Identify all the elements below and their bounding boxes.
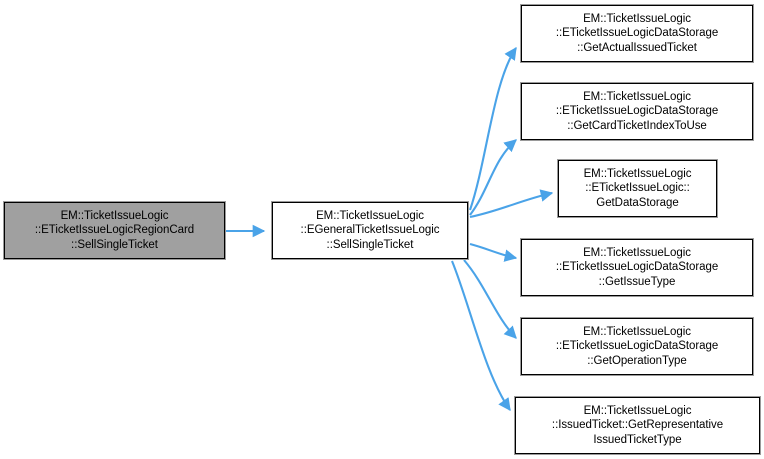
graph-edge (463, 259, 517, 339)
graph-node-sell-single-ticket-general[interactable]: EM::TicketIssueLogic ::EGeneralTicketIss… (271, 201, 469, 260)
graph-node-get-operation-type[interactable]: EM::TicketIssueLogic ::ETicketIssueLogic… (520, 317, 754, 376)
graph-node-sell-single-ticket-region-card[interactable]: EM::TicketIssueLogic ::ETicketIssueLogic… (3, 201, 226, 260)
graph-node-label: EM::TicketIssueLogic ::ETicketIssueLogic… (583, 168, 692, 209)
graph-edge (469, 139, 517, 216)
graph-node-get-card-ticket-index-to-use[interactable]: EM::TicketIssueLogic ::ETicketIssueLogic… (520, 82, 754, 141)
graph-node-get-issue-type[interactable]: EM::TicketIssueLogic ::ETicketIssueLogic… (520, 238, 754, 297)
graph-node-get-data-storage[interactable]: EM::TicketIssueLogic ::ETicketIssueLogic… (557, 159, 718, 218)
graph-node-label: EM::TicketIssueLogic ::ETicketIssueLogic… (555, 91, 719, 132)
graph-node-label: EM::TicketIssueLogic ::ETicketIssueLogic… (555, 13, 719, 54)
graph-node-label: EM::TicketIssueLogic ::ETicketIssueLogic… (555, 247, 719, 288)
graph-node-label: EM::TicketIssueLogic ::ETicketIssueLogic… (555, 326, 719, 367)
graph-edge (469, 242, 518, 262)
graph-node-label: EM::TicketIssueLogic ::IssuedTicket::Get… (551, 405, 724, 446)
graph-edge (469, 46, 517, 211)
graph-node-label: EM::TicketIssueLogic ::EGeneralTicketIss… (300, 210, 440, 251)
graph-node-label: EM::TicketIssueLogic ::ETicketIssueLogic… (34, 210, 195, 251)
graph-edge (469, 189, 554, 219)
graph-node-get-actual-issued-ticket[interactable]: EM::TicketIssueLogic ::ETicketIssueLogic… (520, 4, 754, 63)
graph-edge (451, 260, 511, 412)
graph-node-get-representative-issued-ticket-type[interactable]: EM::TicketIssueLogic ::IssuedTicket::Get… (514, 396, 761, 455)
